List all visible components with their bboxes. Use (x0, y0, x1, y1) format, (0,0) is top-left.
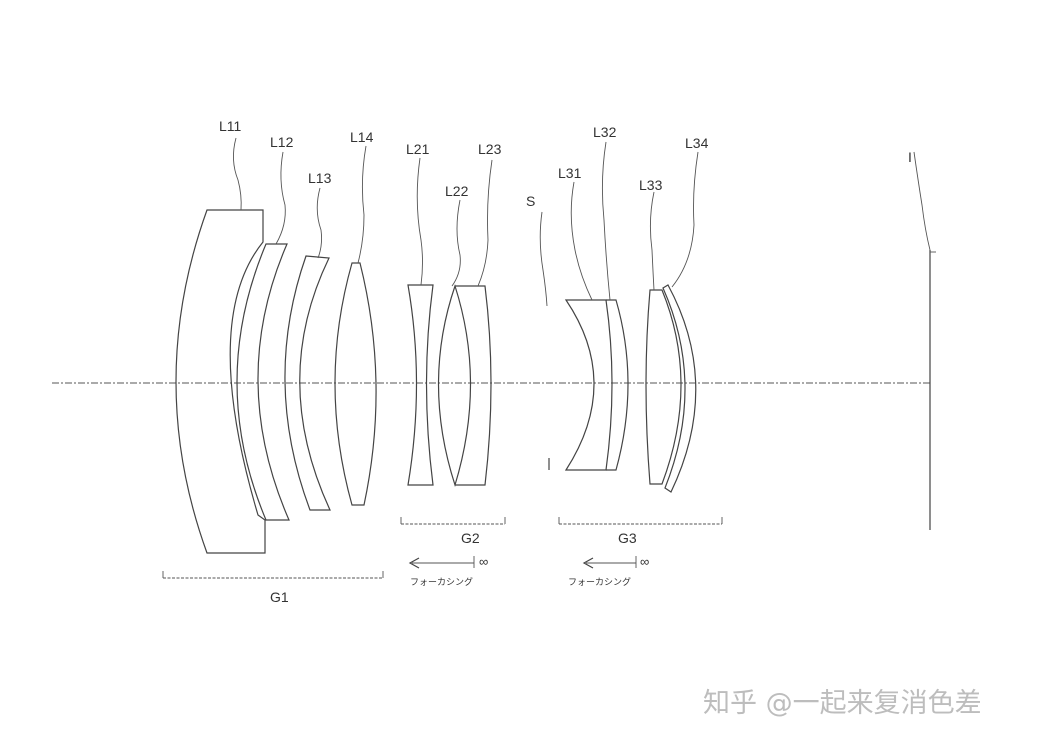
bracket-G2 (400, 517, 506, 525)
label-I: I (908, 149, 912, 165)
lens-L12 (236, 243, 290, 521)
lens-L14 (334, 262, 377, 506)
aperture-stop (539, 211, 550, 470)
bracket-G1 (162, 571, 384, 579)
lens-L21 (407, 284, 434, 486)
label-L33: L33 (639, 177, 663, 193)
label-g3-infinity: ∞ (640, 554, 649, 569)
lens-L22 (437, 284, 472, 488)
label-L22: L22 (445, 183, 469, 199)
lens-L23 (455, 285, 492, 486)
label-G3: G3 (618, 530, 637, 546)
image-plane (929, 250, 936, 530)
lens-L32 (606, 299, 629, 471)
lens-L31 (564, 299, 613, 471)
label-L23: L23 (478, 141, 502, 157)
focus-arrow-G2 (408, 556, 475, 569)
focus-arrow-G3 (582, 556, 637, 569)
label-L14: L14 (350, 129, 374, 145)
label-g2-focusing: フォーカシング (410, 576, 473, 587)
lens-L33 (645, 289, 682, 485)
label-L12: L12 (270, 134, 294, 150)
label-L21: L21 (406, 141, 430, 157)
bracket-G3 (558, 517, 723, 525)
label-G2: G2 (461, 530, 480, 546)
lens-L11 (175, 209, 266, 554)
label-G1: G1 (270, 589, 289, 605)
leader-lines (233, 137, 931, 301)
watermark-text: 知乎 @一起来复消色差 (703, 688, 982, 719)
label-L34: L34 (685, 135, 709, 151)
lens-L34 (662, 284, 697, 493)
label-g3-focusing: フォーカシング (568, 576, 631, 587)
label-g2-infinity: ∞ (479, 554, 488, 569)
label-L13: L13 (308, 170, 332, 186)
lens-L13 (284, 255, 331, 511)
label-L32: L32 (593, 124, 617, 140)
label-L31: L31 (558, 165, 582, 181)
label-S: S (526, 193, 535, 209)
label-L11: L11 (219, 118, 242, 134)
